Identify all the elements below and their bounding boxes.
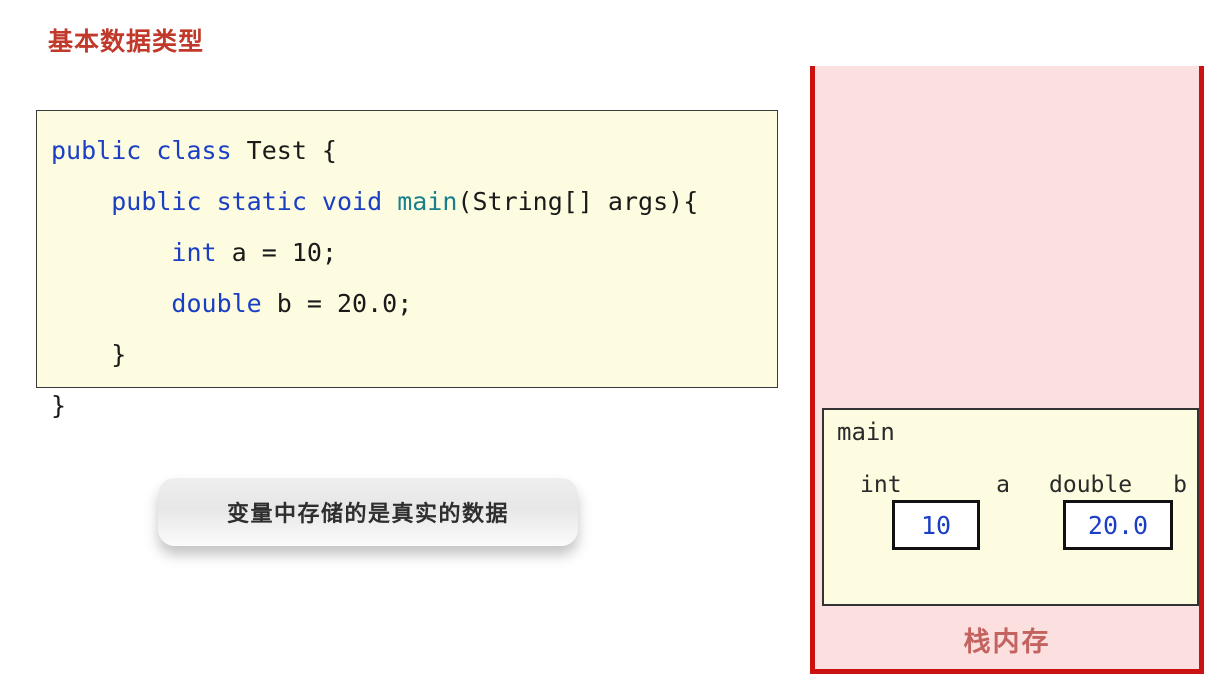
stack-memory-caption: 栈内存 [963,627,1051,658]
variable-type-b: double [1049,472,1133,498]
callout-bubble: 变量中存储的是真实的数据 [158,478,578,546]
stack-frame-label: main [837,418,895,446]
code-token: public static void [111,187,398,216]
code-token: double [171,289,262,318]
code-token: main [397,187,458,216]
page-title: 基本数据类型 [48,27,205,56]
code-token [51,289,171,318]
code-token: b = 20.0; [261,289,413,318]
code-token [51,187,111,216]
code-token [51,238,171,267]
variable-slot-a: int a 10 [852,472,1012,550]
variable-name-b: b [1173,472,1187,498]
variable-header-a: int a [852,472,1012,498]
variable-type-a: int [860,472,902,498]
variable-value-box-a: 10 [892,500,980,550]
stack-memory-panel: main int a 10 double b 20.0 栈内存 [810,66,1204,674]
code-block: public class Test { public static void m… [36,110,778,420]
variable-value-box-b: 20.0 [1063,500,1173,550]
code-token: int [171,238,217,267]
code-token: } [51,340,127,369]
variable-header-b: double b [1041,472,1189,498]
callout-text: 变量中存储的是真实的数据 [226,502,509,527]
code-token: public class [51,136,247,165]
code-token: (String[] args){ [457,187,699,216]
variable-name-a: a [996,472,1010,498]
code-token: Test { [246,136,337,165]
code-token: } [51,391,67,420]
code-token: a = 10; [216,238,337,267]
stack-frame-main: main int a 10 double b 20.0 [822,408,1199,606]
variable-slot-b: double b 20.0 [1041,472,1189,550]
